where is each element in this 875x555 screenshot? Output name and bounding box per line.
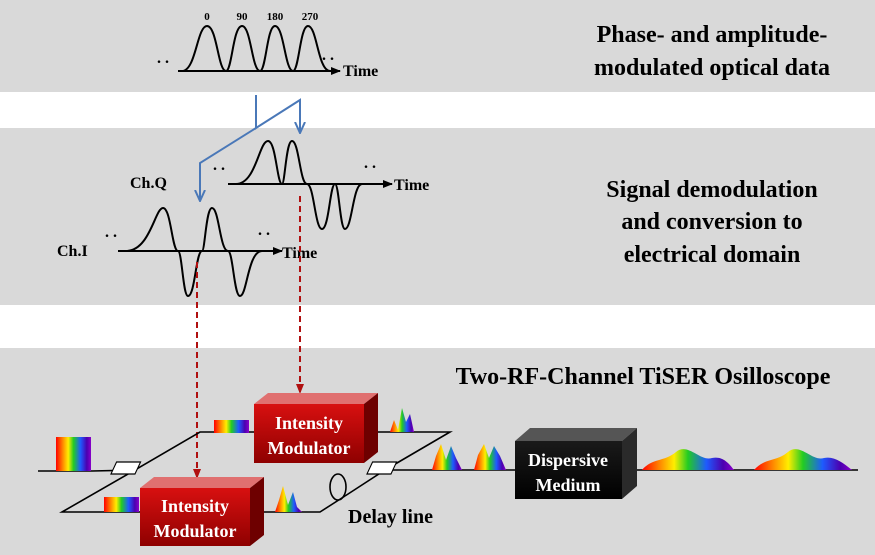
split-line-q [200,127,257,200]
spectrum-out-1 [432,444,462,470]
dispersive-medium: Dispersive Medium [515,428,637,499]
panel-title-bottom: Two-RF-Channel TiSER Osilloscope [456,364,831,390]
modulated-spectra [275,408,852,512]
split-line-main [255,95,300,132]
panel-title-top-line2: modulated optical data [594,55,830,81]
phase-label-90: 90 [237,11,249,23]
dispersive-line2: Medium [536,475,601,495]
coupler-right [366,461,398,475]
ch-q-pulses [235,139,363,231]
optical-pulse-train: . . 0 90 180 270 . . Time [157,11,378,80]
ch-q-time-label: Time [394,177,429,194]
modulator-bottom-line1: Intensity [161,496,229,516]
spectrum-mod-lower [275,486,302,512]
intensity-modulator-bottom: Intensity Modulator [140,477,264,546]
spectrum-lower-arm [104,497,139,512]
ellipsis-i-right: . . [258,222,270,239]
ch-i-signal: Ch.I . . . . Time [57,206,317,298]
panel-title-mid-line3: electrical domain [624,242,801,268]
spectrum-out-2 [474,444,506,470]
ellipsis-left-top: . . [157,50,169,67]
input-spectrum [56,437,91,471]
spectrum-dispersed-2 [754,449,852,470]
ch-q-signal: . . . . Time Ch.Q [130,139,429,231]
intensity-modulator-top: Intensity Modulator [254,393,378,463]
modulator-top-line2: Modulator [268,438,351,458]
ch-q-label: Ch.Q [130,175,167,192]
modulator-bottom-line2: Modulator [154,521,237,541]
spectrum-mod-upper [390,408,414,432]
ellipsis-right-top: . . [322,47,334,64]
optical-time-label: Time [343,63,378,80]
phase-label-180: 180 [267,11,284,23]
panel-demodulation [0,128,875,305]
panel-optical-data [0,0,875,92]
optical-pulses [181,24,331,73]
spectrum-dispersed-1 [642,449,734,470]
split-arrows [200,95,300,200]
phase-label-270: 270 [302,11,319,23]
ellipsis-q-left: . . [213,157,225,174]
ch-i-pulses [125,206,263,298]
ch-i-time-label: Time [282,245,317,262]
phase-label-0: 0 [204,11,210,23]
panel-title-mid-line2: and conversion to [621,209,802,235]
ch-i-label: Ch.I [57,243,88,260]
ellipsis-i-left: . . [105,224,117,241]
panel-title-mid-line1: Signal demodulation [606,177,817,203]
coupler-left [110,461,142,475]
dispersive-line1: Dispersive [528,450,608,470]
panel-title-top-line1: Phase- and amplitude- [597,22,828,48]
ellipsis-q-right: . . [364,155,376,172]
delay-line-label: Delay line [348,506,433,528]
spectrum-upper-arm [214,420,249,433]
modulator-top-line1: Intensity [275,413,343,433]
